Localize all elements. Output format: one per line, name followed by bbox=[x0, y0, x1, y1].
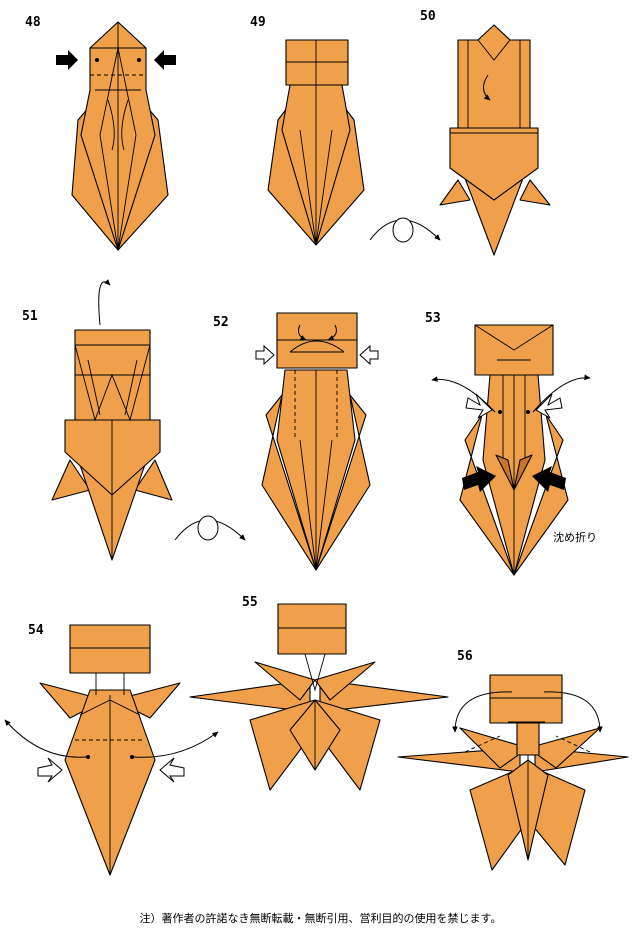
valley-fold-arrow-icon bbox=[431, 376, 496, 413]
step-54-model bbox=[39, 624, 181, 876]
step-number-51: 51 bbox=[22, 309, 38, 324]
step-52-model bbox=[261, 312, 371, 571]
valley-fold-arrow-icon bbox=[532, 374, 591, 413]
push-arrow-icon bbox=[535, 393, 563, 419]
turn-over-icon bbox=[369, 217, 441, 243]
step-number-55: 55 bbox=[242, 595, 258, 610]
valley-fold-arrow-icon bbox=[98, 279, 111, 326]
step-number-56: 56 bbox=[457, 649, 473, 664]
step-50-model bbox=[439, 24, 551, 256]
push-arrow-icon bbox=[359, 344, 379, 366]
valley-fold-arrow-icon bbox=[543, 691, 603, 733]
sink-fold-label: 沈め折り bbox=[553, 530, 597, 544]
step-48: 48 bbox=[25, 15, 176, 251]
step-number-50: 50 bbox=[420, 9, 436, 24]
push-arrow-icon bbox=[159, 757, 185, 783]
sink-fold-arrow-icon bbox=[462, 466, 496, 492]
step-50: 50 bbox=[369, 9, 551, 256]
step-number-52: 52 bbox=[213, 315, 229, 330]
step-56-model bbox=[397, 674, 629, 871]
sink-fold-arrow-icon bbox=[532, 466, 566, 492]
step-number-49: 49 bbox=[250, 15, 266, 30]
step-53: 53 沈め折り bbox=[425, 311, 597, 576]
push-arrow-icon bbox=[154, 50, 176, 70]
step-48-model bbox=[71, 21, 169, 251]
valley-fold-arrow-icon bbox=[4, 719, 87, 758]
step-49-model bbox=[267, 39, 365, 246]
step-56: 56 bbox=[397, 649, 629, 871]
step-51: 51 bbox=[22, 279, 246, 561]
turn-over-icon bbox=[174, 515, 246, 541]
step-53-model bbox=[459, 324, 569, 576]
valley-fold-arrow-icon bbox=[483, 74, 491, 101]
step-51-model bbox=[51, 329, 173, 561]
push-arrow-icon bbox=[37, 757, 63, 783]
valley-fold-arrow-icon bbox=[133, 731, 219, 758]
step-49: 49 bbox=[250, 15, 365, 246]
step-number-53: 53 bbox=[425, 311, 441, 326]
step-number-48: 48 bbox=[25, 15, 41, 30]
valley-fold-arrow-icon bbox=[452, 691, 513, 733]
step-52: 52 bbox=[213, 312, 379, 571]
valley-fold-arrow-icon bbox=[327, 324, 337, 341]
push-arrow-icon bbox=[56, 50, 78, 70]
step-55: 55 bbox=[189, 595, 449, 791]
step-55-model bbox=[189, 603, 449, 791]
step-number-54: 54 bbox=[28, 623, 44, 638]
push-arrow-icon bbox=[465, 393, 493, 419]
step-54: 54 bbox=[4, 623, 219, 876]
valley-fold-arrow-icon bbox=[298, 324, 307, 341]
push-arrow-icon bbox=[255, 344, 275, 366]
copyright-notice: 注）著作者の許諾なき無断転載・無断引用、営利目的の使用を禁じます。 bbox=[139, 912, 502, 925]
